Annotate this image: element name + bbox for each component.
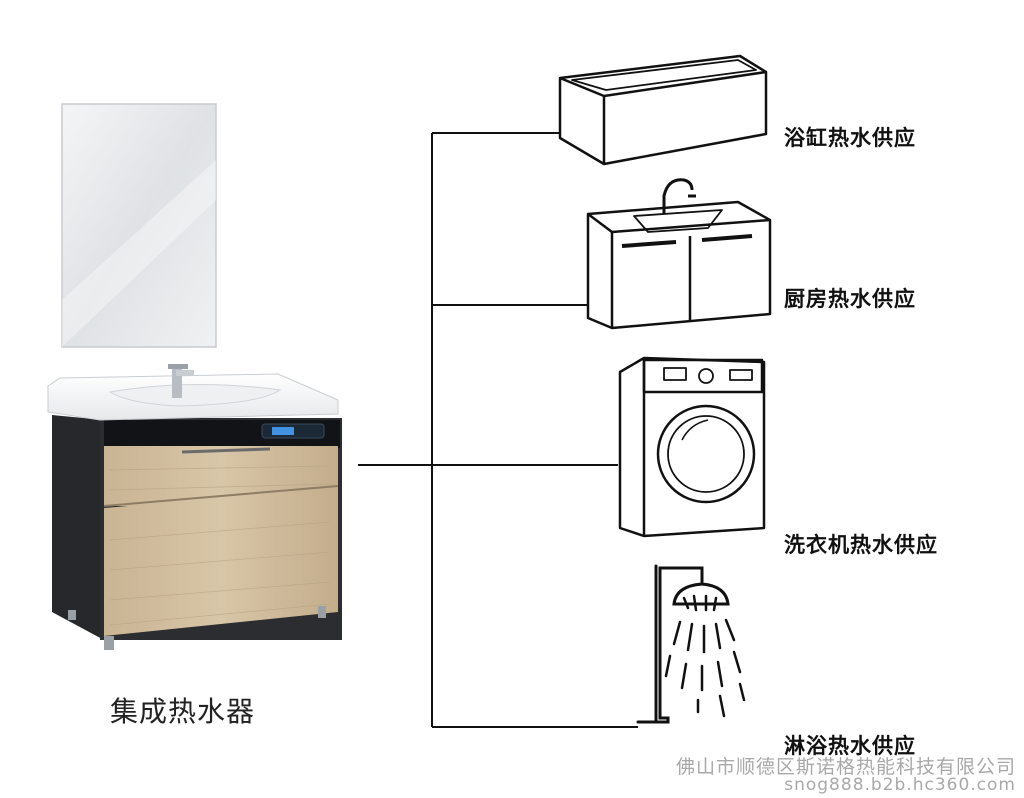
- branch-label-kitchen: 厨房热水供应: [784, 287, 916, 311]
- foot-back: [68, 610, 76, 620]
- cabinet-side: [52, 415, 104, 640]
- branch-label-bathtub: 浴缸热水供应: [784, 126, 916, 150]
- branch-label-washer: 洗衣机热水供应: [784, 533, 938, 557]
- kitchen-sink-cabinet-icon: [586, 178, 772, 330]
- mirror-reflection: [62, 160, 216, 347]
- shower-icon: [636, 564, 746, 724]
- supply-lines: [358, 132, 638, 728]
- display-digits: [272, 427, 294, 435]
- bathtub-icon: [558, 54, 768, 166]
- branch-label-shower: 淋浴热水供应: [784, 734, 916, 758]
- foot-right: [318, 606, 326, 618]
- faucet-spout: [176, 370, 194, 376]
- foot-left: [104, 636, 114, 650]
- watermark-company: 佛山市顺德区斯诺格热能科技有限公司: [675, 756, 1016, 778]
- wood-grain: [109, 465, 331, 626]
- watermark-site: snog888.b2b.hc360.com: [784, 775, 1016, 795]
- faucet-body: [172, 368, 182, 398]
- faucet-lever: [168, 364, 188, 369]
- lower-drawer: [104, 488, 338, 636]
- washing-machine-icon: [618, 356, 766, 538]
- water-heater-vanity: [47, 103, 342, 650]
- drawer-gap: [103, 485, 339, 507]
- product-label: 集成热水器: [110, 695, 256, 728]
- mirror: [61, 103, 217, 348]
- drawer-handle: [181, 447, 271, 454]
